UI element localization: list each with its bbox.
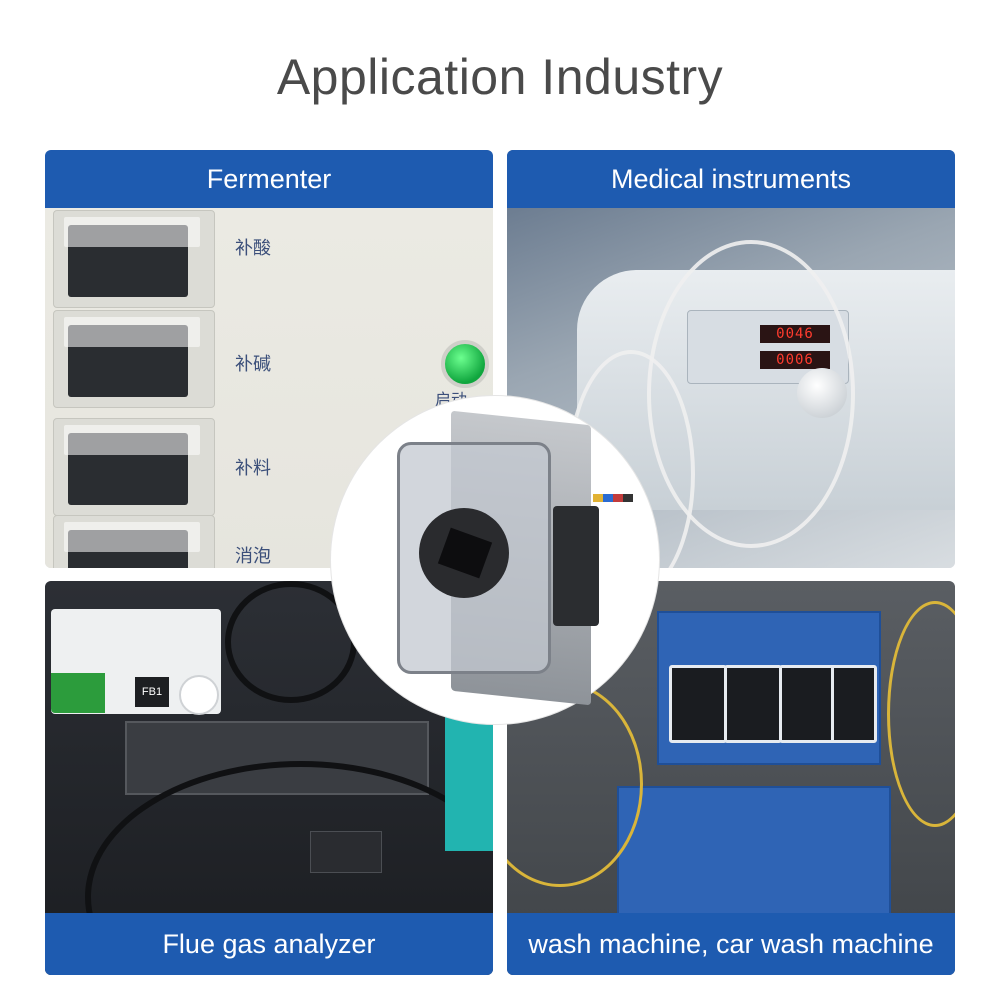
fermenter-pump — [53, 210, 215, 308]
flue-gas-module: FB1 — [51, 609, 221, 715]
wash-pump-slot — [724, 665, 782, 743]
pump-wires — [593, 494, 633, 502]
fermenter-label-base: 补碱 — [235, 354, 271, 375]
panel-label-fermenter: Fermenter — [45, 150, 493, 208]
flue-gas-teal-part — [445, 701, 493, 851]
wash-rack-lower — [617, 786, 891, 930]
wash-rack-upper — [657, 611, 881, 765]
fermenter-label-antifoam: 消泡 — [235, 546, 271, 567]
start-button-icon — [441, 340, 489, 388]
wash-pump-slot — [669, 665, 727, 743]
fermenter-pump — [53, 515, 215, 568]
panel-flue-gas-analyzer: FB1 Flue gas analyzer — [45, 581, 493, 975]
wash-pump-slot — [779, 665, 837, 743]
flue-gas-sensor-tag — [310, 831, 382, 873]
flue-gas-module-tag: FB1 — [135, 677, 169, 707]
panel-label-medical: Medical instruments — [507, 150, 955, 208]
panel-medical-instruments: 0046 0006 Medical instruments — [507, 150, 955, 568]
wash-wire — [887, 601, 955, 827]
peristaltic-pump-product — [331, 396, 659, 724]
pump-motor — [553, 506, 599, 626]
fermenter-pump — [53, 310, 215, 408]
page-title: Application Industry — [276, 49, 724, 105]
medical-photo: 0046 0006 — [507, 150, 955, 568]
wash-pump-slot — [831, 665, 877, 743]
panel-label-flue-gas: Flue gas analyzer — [45, 913, 493, 975]
panel-label-wash-machine: wash machine, car wash machine — [507, 913, 955, 975]
panel-fermenter: 补酸 补碱 补料 消泡 启动 Fermenter — [45, 150, 493, 568]
fermenter-photo: 补酸 补碱 补料 消泡 启动 — [45, 150, 493, 568]
fermenter-label-feed: 补料 — [235, 458, 271, 479]
fermenter-label-acid: 补酸 — [235, 238, 271, 259]
fermenter-pump — [53, 418, 215, 516]
